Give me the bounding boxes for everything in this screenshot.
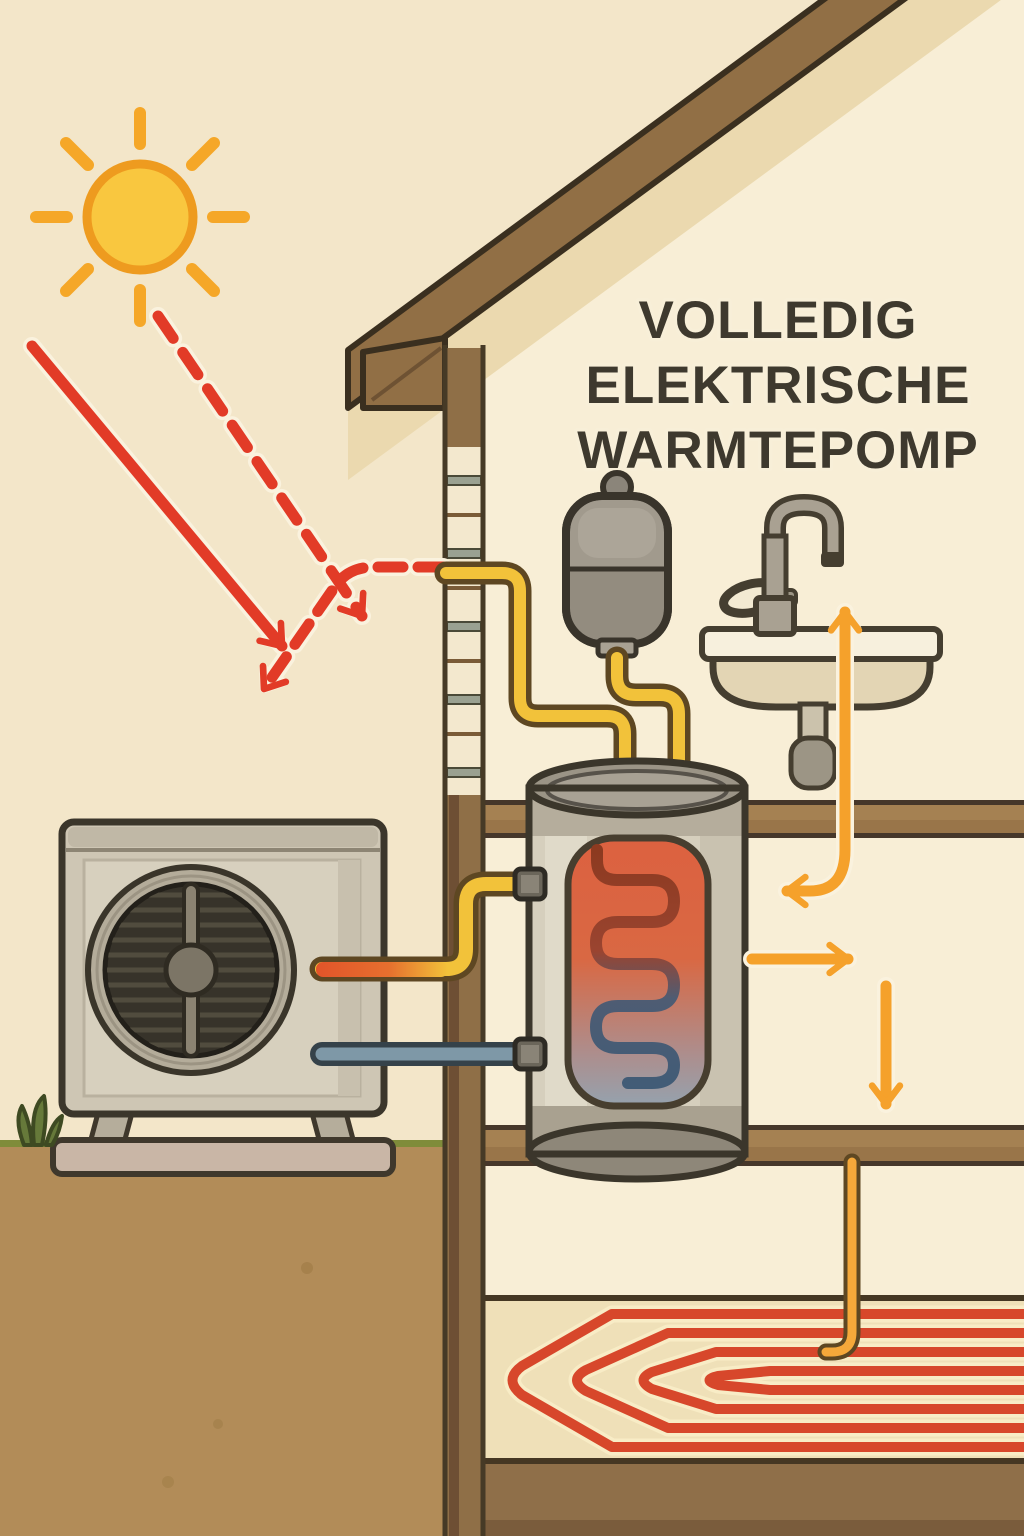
garden-ground <box>0 1140 450 1536</box>
hot-water-pipes-top <box>434 561 691 802</box>
roof-underside <box>348 0 1001 480</box>
roof-beam <box>345 0 909 411</box>
wall-pipe <box>440 567 631 796</box>
house-roof <box>345 0 1001 480</box>
faucet-spout-tip <box>821 552 844 567</box>
outdoor-heat-pump-unit <box>50 818 396 1177</box>
title-line-1: VOLLEDIG <box>639 291 918 350</box>
grass-tuft-icon <box>16 1094 64 1147</box>
concrete-pad <box>50 1137 396 1177</box>
title-line-2: ELEKTRISCHE <box>586 356 971 415</box>
drain-trap <box>788 735 838 791</box>
basin-rim <box>699 626 943 662</box>
solar-radiation-arrows <box>23 307 452 698</box>
sun-icon <box>30 107 250 327</box>
faucet <box>719 493 844 637</box>
tank-ports <box>512 866 548 1072</box>
fan-icon <box>85 864 297 1076</box>
refrigerant-lines <box>309 871 529 1066</box>
refrigerant-line-warm <box>315 877 523 976</box>
tank-heat-exchanger-coil <box>589 844 681 1089</box>
title-line-3: WARMTEPOMP <box>577 421 979 480</box>
hot-water-tank <box>525 757 749 1183</box>
hot-water-flow-arrows <box>743 603 904 1113</box>
page-title: VOLLEDIG ELEKTRISCHE WARMTEPOMP <box>574 288 982 484</box>
sun-rays <box>30 107 250 327</box>
underfloor-heating-loop <box>504 1153 1024 1456</box>
floor-heating-feed-pipe <box>821 1157 857 1357</box>
vessel-pipe <box>611 652 685 796</box>
basin-bowl <box>709 651 934 711</box>
arrow-tap-and-return <box>781 606 863 909</box>
solar-arrow-dashed <box>152 310 368 622</box>
solar-arrow-solid <box>26 340 288 652</box>
expansion-vessel <box>562 470 672 659</box>
reflected-arrow-dashed <box>258 561 449 695</box>
